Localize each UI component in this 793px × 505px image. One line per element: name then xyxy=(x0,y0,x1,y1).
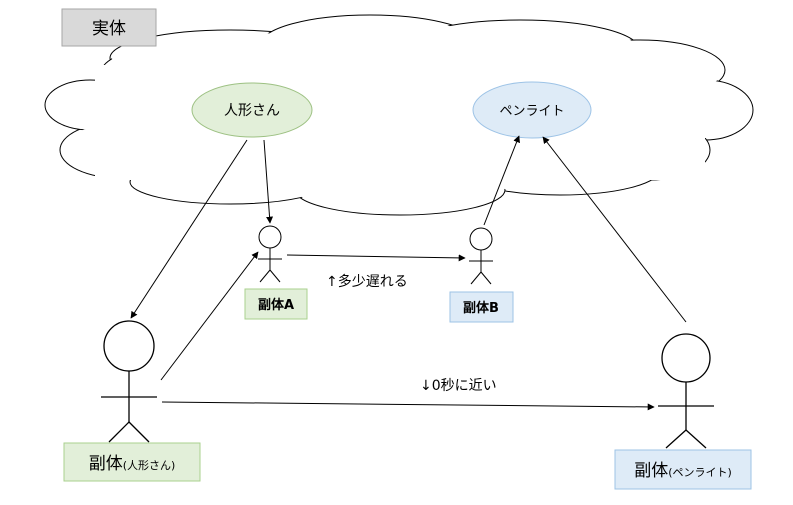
arrow-replica-penlight-to-penlight xyxy=(542,136,687,323)
entity-title-label: 実体 xyxy=(92,19,126,39)
arrow-replica-doll-to-replica-penlight xyxy=(161,401,655,411)
replica-doll-label-sub: (人形さん) xyxy=(123,459,176,472)
replica-doll-head xyxy=(103,320,155,372)
arrow-doll-to-replica-doll xyxy=(130,139,248,319)
entity-cloud xyxy=(44,14,754,216)
entity-title-box: 実体 xyxy=(61,8,157,47)
entity-penlight-label: ペンライト xyxy=(499,104,564,119)
replica-b-label-box: 副体B xyxy=(449,291,514,323)
arrow-replica-a-to-replica-b xyxy=(286,254,466,262)
annotation-near-zero: ↓0秒に近い xyxy=(420,378,497,394)
entity-doll: 人形さん xyxy=(191,82,313,138)
replica-a-label: 副体A xyxy=(258,297,294,313)
entity-doll-shape xyxy=(191,82,313,138)
replica-penlight-label-main: 副体 xyxy=(634,461,668,481)
replica-b-label: 副体B xyxy=(463,300,499,316)
annotation-slight-delay: ↑多少遅れる xyxy=(326,273,408,290)
entity-penlight-shape xyxy=(472,81,592,139)
replica-penlight-figure xyxy=(658,333,714,449)
replica-penlight-label: 副体(ペンライト) xyxy=(634,461,732,481)
arrow-replica-b-to-penlight xyxy=(483,135,520,226)
replica-doll-label-box: 副体(人形さん) xyxy=(63,442,201,482)
replica-doll-label: 副体(人形さん) xyxy=(89,454,176,474)
replica-a-label-box: 副体A xyxy=(244,288,308,320)
arrow-doll-to-replica-a xyxy=(263,139,274,224)
replica-b-head xyxy=(469,227,493,251)
entity-doll-label: 人形さん xyxy=(224,103,280,119)
replica-penlight-head xyxy=(661,333,711,383)
replica-penlight-label-sub: (ペンライト) xyxy=(668,466,732,479)
replica-b-figure xyxy=(469,227,493,285)
replica-doll-label-main: 副体 xyxy=(89,454,123,474)
replica-a-head xyxy=(258,225,282,249)
replica-a-figure xyxy=(258,225,282,283)
replica-doll-figure xyxy=(101,320,157,443)
replica-penlight-label-box: 副体(ペンライト) xyxy=(614,449,752,490)
entity-penlight: ペンライト xyxy=(472,81,592,139)
arrow-replica-doll-to-replica-a xyxy=(160,251,259,381)
